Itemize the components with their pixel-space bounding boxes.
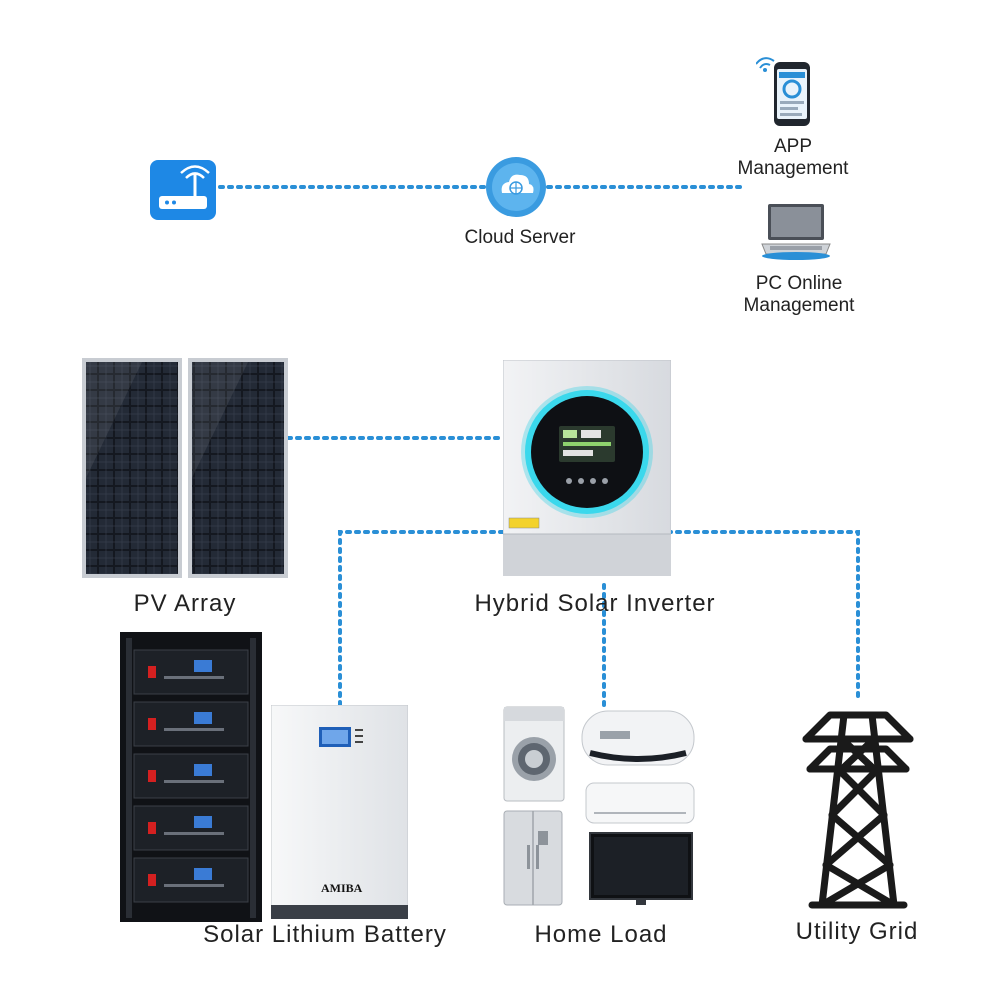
pc-label-line1: PC Online (755, 273, 843, 294)
wall-battery-image: AMIBA (270, 704, 409, 919)
smartphone-icon (756, 57, 810, 126)
cloud-icon (486, 157, 546, 217)
wall-battery-body (270, 704, 409, 919)
air-conditioner-icon (585, 782, 695, 824)
app-label-line1: APP (773, 136, 813, 157)
link-inverter-battery (338, 530, 505, 707)
home-load-label: Home Load (534, 921, 668, 948)
laptop-icon (761, 204, 831, 260)
pc-label-line2: Management (743, 295, 855, 316)
solar-panel-left (82, 358, 182, 578)
hybrid-inverter-image (503, 360, 671, 576)
battery-label: Solar Lithium Battery (203, 921, 447, 948)
rack-modules (133, 649, 249, 903)
link-inverter-grid (666, 530, 860, 704)
water-heater-icon (581, 710, 695, 766)
battery-brand-text: AMIBA (321, 881, 363, 895)
pv-array-image (82, 358, 288, 578)
app-management-label: APP Management (720, 136, 866, 180)
battery-rack-image (120, 632, 262, 922)
utility-grid-label: Utility Grid (795, 918, 919, 945)
inverter-label: Hybrid Solar Inverter (474, 590, 716, 617)
power-tower-icon (802, 711, 914, 909)
pc-management-label: PC Online Management (726, 273, 872, 317)
router-icon (150, 160, 216, 220)
solar-panel-right (188, 358, 288, 578)
refrigerator-icon (503, 810, 563, 906)
app-label-line2: Management (737, 158, 849, 179)
appliances (503, 706, 695, 906)
home-load-images (500, 705, 700, 910)
washing-machine-icon (503, 706, 565, 802)
television-icon (589, 832, 693, 905)
cloud-server-label: Cloud Server (464, 227, 576, 248)
pv-array-label: PV Array (133, 590, 237, 617)
